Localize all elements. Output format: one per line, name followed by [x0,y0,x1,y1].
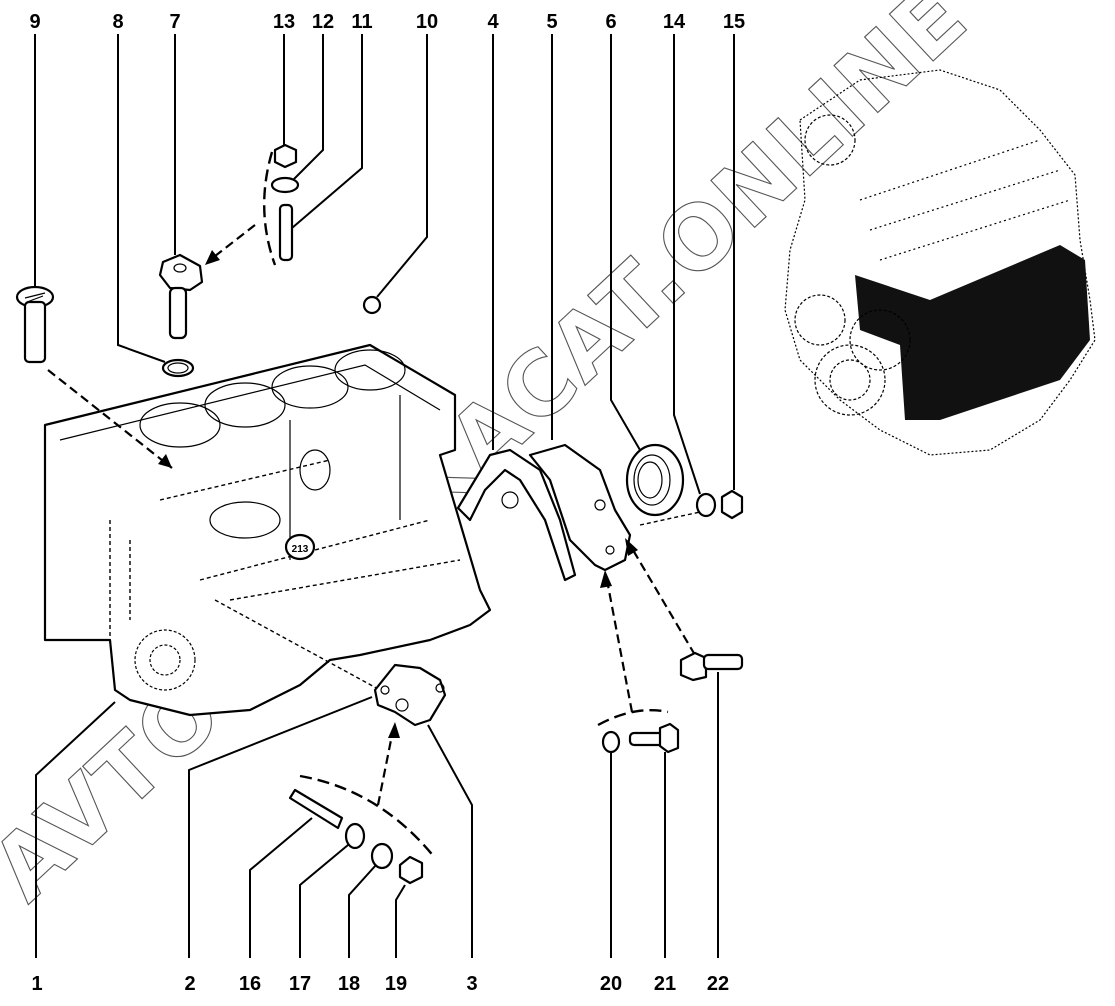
callout-3: 3 [466,973,477,995]
callout-18: 18 [338,973,360,995]
part-10-plug [362,295,382,315]
callouts-top: 9 8 7 13 12 11 10 4 5 6 14 15 [29,11,745,33]
callout-8: 8 [112,11,123,33]
part-4-gasket [456,448,577,582]
arrow-head-icon [158,454,172,468]
callout-2: 2 [184,973,195,995]
callout-19: 19 [385,973,407,995]
leader-lines-bottom [35,672,719,958]
block-marking: 213 [292,544,309,555]
part-5-seal-holder [528,443,632,572]
part-21-bolt [628,722,680,754]
callout-6: 6 [605,11,616,33]
callout-1: 1 [31,973,42,995]
part-12-washer [270,176,300,194]
arrow-head-icon [388,722,400,738]
cylinder-block: 213 [43,343,492,717]
part-15-nut [720,489,744,520]
engine-block-shaded [855,245,1090,420]
callout-13: 13 [273,11,295,33]
callout-20: 20 [600,973,622,995]
engine-reference-illustration [784,69,1096,456]
callout-17: 17 [289,973,311,995]
group-bracket-16-19 [299,774,436,859]
group-bracket-11-13 [262,151,277,266]
callout-12: 12 [312,11,334,33]
part-16-stud [288,788,344,830]
callout-7: 7 [169,11,180,33]
callout-21: 21 [654,973,676,995]
assembly-arrow-11 [209,224,256,261]
part-7-drive-housing [158,253,204,340]
callout-9: 9 [29,11,40,33]
part-14-washer [695,492,717,518]
callout-15: 15 [723,11,745,33]
group-bracket-20-21 [597,709,669,727]
callout-16: 16 [239,973,261,995]
part-13-nut [273,143,298,169]
part-8-o-ring [161,358,195,378]
assembly-line-2-3 [214,599,381,691]
part-6-oil-seal [625,443,685,517]
callout-14: 14 [663,11,686,33]
callout-11: 11 [351,11,372,33]
arrow-head-icon [625,538,638,556]
callouts-bottom: 1 2 16 17 18 19 3 20 21 22 [31,973,729,995]
part-19-nut [398,855,424,885]
assembly-arrow-22 [629,544,696,656]
arrow-head-icon [205,250,220,265]
part-9-oil-filler-tube [15,285,55,364]
assembly-arrow-9 [47,369,173,469]
assembly-arrow-20-21 [605,579,634,713]
callout-10: 10 [416,11,438,33]
assembly-arrow-16-19 [376,729,395,806]
part-3-cover [373,663,447,727]
part-18-spring-washer [370,842,394,870]
part-11-stud [278,203,294,262]
assembly-line-14-15 [639,511,701,526]
part-20-washer [601,730,621,754]
callout-4: 4 [487,11,499,33]
part-17-washer [344,822,366,850]
leader-lines-top [34,34,735,495]
callout-22: 22 [707,973,729,995]
callout-5: 5 [546,11,557,33]
arrow-head-icon [600,570,612,588]
part-22-bolt [679,651,744,682]
